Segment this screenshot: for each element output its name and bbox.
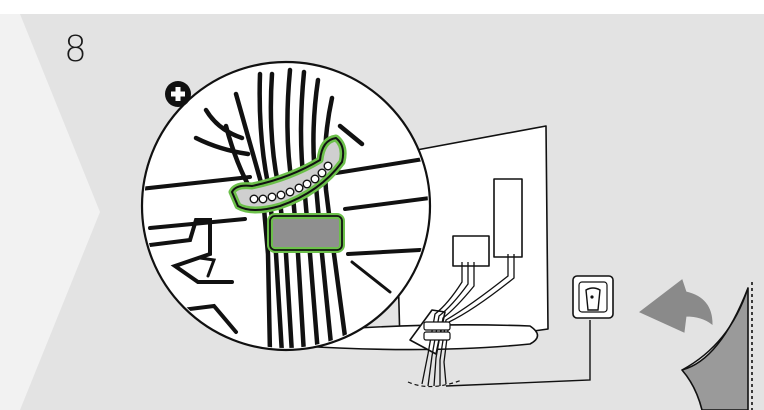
detail-magnifier [140,62,430,354]
wall-socket-icon [573,276,613,318]
plus-circle-icon[interactable] [165,81,191,107]
tv-connector-panel-2 [494,179,522,257]
chevron-right-icon[interactable] [0,14,100,410]
tv-connector-panel [453,236,489,266]
curved-arrow-left-icon[interactable] [640,280,712,332]
instruction-panel: 8 [0,14,764,410]
step-number: 8 [64,32,87,68]
cable-tie-clip [270,216,342,250]
illustration [0,14,764,410]
